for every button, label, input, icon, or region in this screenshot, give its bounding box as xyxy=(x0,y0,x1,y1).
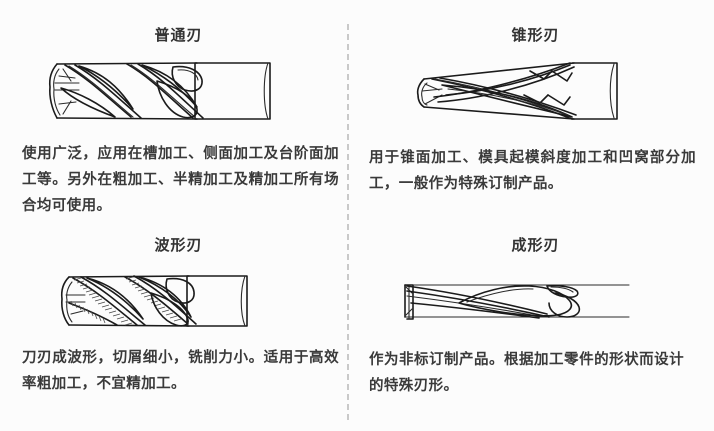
vertical-dashed-divider xyxy=(347,24,349,420)
panel-wavy-edge: 波形刃 xyxy=(0,215,357,431)
form-end-mill-illustration xyxy=(404,284,630,320)
panel-title-wavy-edge: 波形刃 xyxy=(154,236,203,254)
panel-description-formed-edge: 作为非标订制产品。根据加工零件的形状而设计的特殊刃形。 xyxy=(369,352,684,394)
panel-title-tapered-edge: 锥形刃 xyxy=(511,26,560,44)
panel-standard-edge: 普通刃 xyxy=(0,0,357,215)
panel-description-standard-edge: 使用广泛，应用在槽加工、侧面加工及台阶面加工等。另外在粗加工、半精加工及精加工所… xyxy=(22,146,339,214)
roughing-end-mill-illustration xyxy=(60,275,248,327)
panel-tapered-edge: 锥形刃 xyxy=(357,0,714,215)
panel-title-formed-edge: 成形刃 xyxy=(511,236,560,254)
square-end-mill-illustration xyxy=(48,62,271,120)
panel-formed-edge: 成形刃 xyxy=(357,215,714,431)
panel-description-tapered-edge: 用于锥面加工、模具起模斜度加工和凹窝部分加工，一般作为特殊订制产品。 xyxy=(369,150,696,192)
panel-title-standard-edge: 普通刃 xyxy=(154,26,203,44)
panel-description-wavy-edge: 刀刃成波形，切屑细小，铣削力小。适用于高效率粗加工，不宜精加工。 xyxy=(22,350,339,392)
tapered-end-mill-illustration xyxy=(416,62,618,120)
